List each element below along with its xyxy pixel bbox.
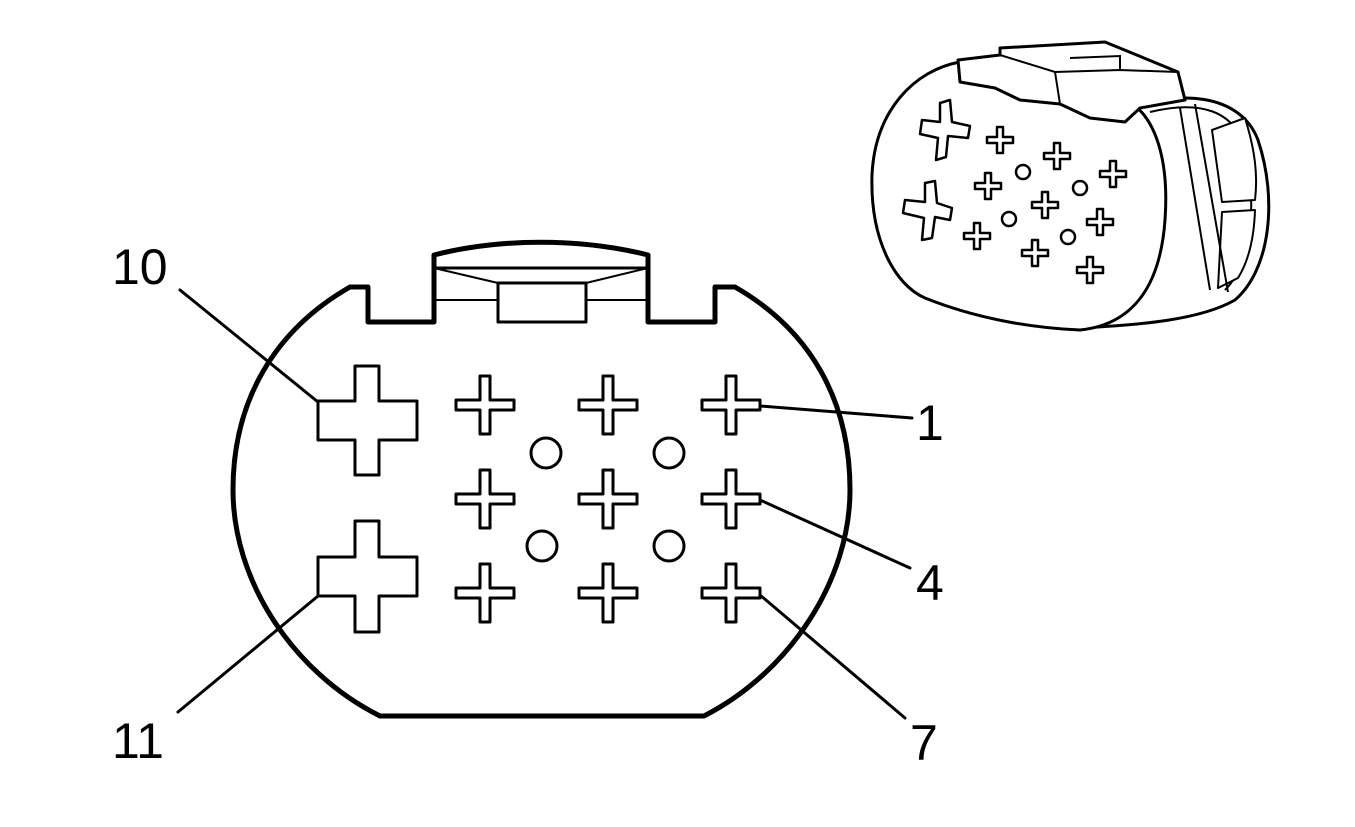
iso-signal-pin — [1030, 190, 1060, 220]
alignment-hole — [652, 529, 686, 563]
iso-signal-pin — [973, 171, 1003, 201]
signal-pin — [700, 374, 762, 436]
iso-alignment-holes — [1000, 163, 1089, 246]
iso-alignment-hole — [1000, 210, 1018, 228]
iso-signal-pin — [962, 221, 992, 251]
connector-isometric-view — [870, 40, 1271, 332]
iso-signal-pin — [1020, 238, 1050, 268]
alignment-hole — [525, 529, 559, 563]
iso-alignment-hole — [1071, 179, 1089, 197]
pin-label-11: 11 — [112, 713, 164, 769]
pin-label-7: 7 — [910, 715, 938, 771]
leader-lines — [176, 288, 914, 720]
iso-large-pin-11 — [901, 179, 954, 242]
iso-alignment-hole — [1059, 228, 1077, 246]
iso-alignment-hole — [1014, 163, 1032, 181]
signal-pin-grid — [454, 374, 762, 624]
large-pin-11 — [316, 519, 419, 634]
locking-tab — [433, 266, 649, 324]
signal-pin — [700, 562, 762, 624]
connector-shell — [230, 239, 853, 719]
iso-signal-pin — [1075, 255, 1105, 285]
iso-signal-pin — [1085, 207, 1115, 237]
signal-pin — [454, 562, 516, 624]
signal-pin — [577, 562, 639, 624]
alignment-hole — [652, 436, 686, 470]
leader-line-11 — [176, 594, 320, 714]
iso-side-window-2 — [1217, 209, 1256, 289]
iso-side-window — [1211, 117, 1258, 203]
signal-pin — [454, 468, 516, 530]
pin-label-1: 1 — [916, 395, 944, 451]
iso-large-pin-10 — [918, 98, 972, 162]
leader-line-1 — [758, 404, 914, 420]
iso-signal-pin — [1098, 159, 1128, 189]
signal-pin — [577, 374, 639, 436]
signal-pin — [700, 468, 762, 530]
iso-signal-pins — [962, 125, 1128, 285]
leader-line-4 — [758, 498, 912, 570]
pin-labels: 10 11 1 4 7 — [112, 239, 944, 771]
iso-signal-pin — [1042, 141, 1072, 171]
leader-line-7 — [758, 593, 907, 720]
signal-pin — [454, 374, 516, 436]
connector-front-view — [230, 239, 853, 719]
pin-label-10: 10 — [112, 239, 168, 295]
signal-pin — [577, 468, 639, 530]
pin-label-4: 4 — [916, 555, 944, 611]
iso-signal-pin — [985, 125, 1015, 155]
alignment-hole-group — [525, 436, 686, 563]
alignment-hole — [529, 436, 563, 470]
leader-line-10 — [178, 288, 320, 404]
iso-latch — [956, 40, 1187, 124]
